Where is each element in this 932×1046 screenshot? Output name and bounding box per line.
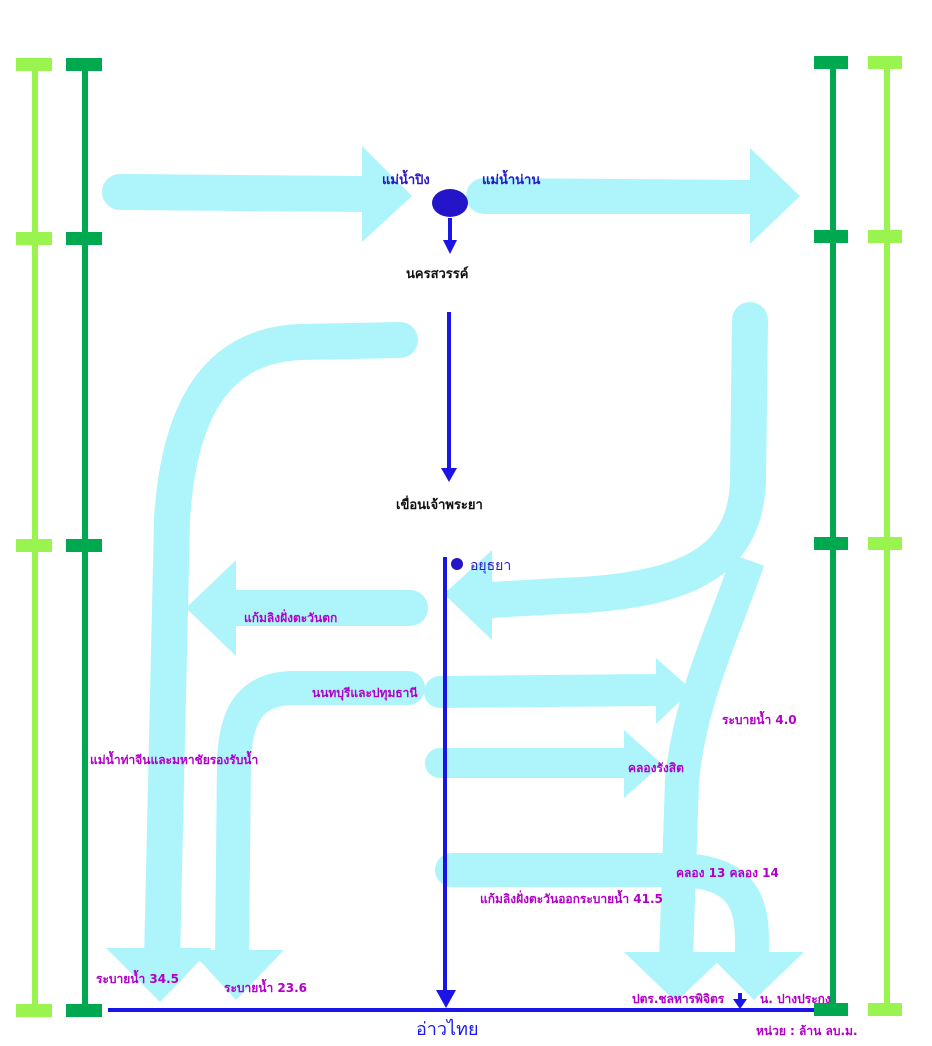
nonthaburi-flow (215, 671, 425, 977)
main-river-line (443, 557, 447, 992)
left-light-bar-line (32, 62, 38, 1012)
right-scale-bars (814, 56, 902, 1016)
ping-river-label: แม่น้ำปิง (382, 173, 430, 188)
left-dark-cap (66, 539, 102, 552)
right-dark-bar-line (830, 60, 836, 1012)
drain-23-6-label: ระบายน้ำ 23.6 (224, 981, 308, 995)
flow-arrows (102, 146, 804, 1002)
east-drain-flow (659, 554, 765, 961)
ayutthaya-label: อยุธยา (470, 558, 512, 574)
nonthaburi-pathum-label: นนทบุรีและปทุมธานี (312, 686, 418, 700)
chonlahan-arrowhead (733, 999, 747, 1009)
nakhon-sawan-arrow-line (448, 218, 452, 242)
ping-flow-arrow (102, 146, 412, 242)
tha-chin-flow (144, 322, 418, 978)
right-light-bar-line (884, 60, 890, 1012)
drain-34-5-label: ระบายน้ำ 34.5 (96, 972, 180, 986)
west-retention-label: แก้มลิงฝั่งตะวันตก (244, 611, 338, 625)
left-scale-bars (16, 58, 102, 1017)
nakhon-sawan-arrowhead (443, 240, 457, 254)
canal-13-14-flow (435, 853, 769, 975)
right-dark-cap (814, 230, 848, 243)
left-dark-cap (66, 232, 102, 245)
ayutthaya-node (451, 558, 463, 570)
right-dark-cap (814, 1003, 848, 1016)
gulf-line (108, 1008, 814, 1012)
gulf-of-thailand-label: อ่าวไทย (416, 1019, 479, 1040)
left-light-cap (16, 539, 52, 552)
dam-arrow-line (447, 312, 451, 470)
gulf-arrowhead (436, 990, 456, 1008)
east-upper-flow (472, 302, 768, 618)
nakhon-sawan-label: นครสวรรค์ (406, 267, 469, 282)
left-dark-bar-line (82, 62, 88, 1012)
nonthaburi-east-arrow (424, 658, 692, 724)
left-light-cap (16, 58, 52, 71)
unit-label: หน่วย : ล้าน ลบ.ม. (756, 1024, 858, 1038)
left-dark-cap (66, 58, 102, 71)
chonlahan-arrow-line (738, 993, 742, 1001)
rangsit-canal-label: คลองรังสิต (628, 761, 684, 775)
chao-phraya-dam-label: เขื่อนเจ้าพระยา (396, 498, 483, 513)
right-light-cap (868, 56, 902, 69)
canal-13-14-label: คลอง 13 คลอง 14 (676, 866, 779, 880)
right-light-cap (868, 537, 902, 550)
west-retention-arrow (186, 560, 428, 656)
tha-chin-arrowhead (106, 948, 212, 1002)
nonthaburi-arrowhead (190, 950, 284, 1000)
dam-arrowhead (441, 468, 457, 482)
east-drain-arrowhead (624, 952, 728, 1002)
right-dark-cap (814, 537, 848, 550)
chonlahan-phichit-label: ปตร.ชลหารพิจิตร (632, 992, 725, 1006)
left-light-cap (16, 1004, 52, 1017)
east-retention-drain-label: แก้มลิงฝั่งตะวันออกระบายน้ำ 41.5 (480, 892, 663, 906)
right-light-cap (868, 1003, 902, 1016)
canal-13-14-arrowhead (706, 952, 804, 1000)
right-light-cap (868, 230, 902, 243)
left-dark-cap (66, 1004, 102, 1017)
drain-4-label: ระบายน้ำ 4.0 (722, 713, 797, 727)
right-dark-cap (814, 56, 848, 69)
nan-flow-arrow (466, 148, 800, 244)
ayutthaya-arrowhead (444, 550, 492, 640)
nan-river-label: แม่น้ำน่าน (482, 173, 541, 188)
pang-prakong-label: น. ปางประกง (760, 992, 831, 1006)
tha-chin-mahachai-label: แม่น้ำท่าจีนและมหาชัยรองรับน้ำ (90, 753, 259, 767)
nakhon-sawan-node (432, 189, 468, 217)
left-light-cap (16, 232, 52, 245)
main-river (108, 189, 814, 1012)
rangsit-arrow (425, 730, 662, 798)
